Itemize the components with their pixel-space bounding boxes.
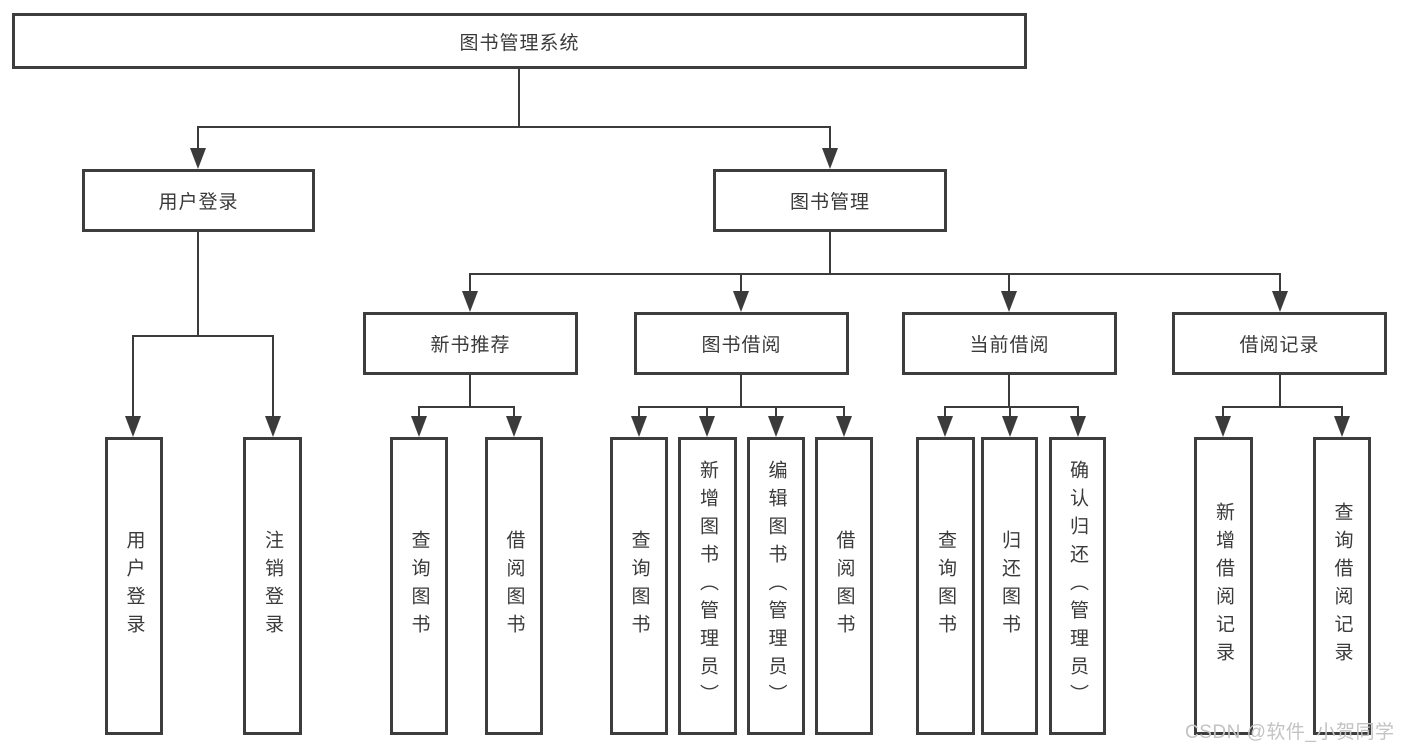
arrowhead-icon bbox=[1334, 416, 1350, 437]
arrowhead-icon bbox=[1272, 291, 1288, 312]
connector-line bbox=[418, 406, 515, 408]
connector-line bbox=[706, 406, 708, 417]
connector-line bbox=[513, 406, 515, 417]
arrowhead-icon bbox=[190, 148, 206, 169]
node-leaf-return-books: 归还图书 bbox=[981, 437, 1038, 735]
node-leaf-edit-books-admin: 编辑图书（管理员） bbox=[747, 437, 805, 735]
arrowhead-icon bbox=[506, 416, 522, 437]
connector-line bbox=[1279, 273, 1281, 292]
connector-line bbox=[1008, 375, 1010, 406]
connector-line bbox=[740, 273, 742, 292]
connector-line bbox=[197, 126, 831, 128]
arrowhead-icon bbox=[1215, 416, 1231, 437]
arrowhead-icon bbox=[125, 416, 141, 437]
connector-line bbox=[518, 69, 520, 127]
connector-line bbox=[469, 273, 471, 292]
connector-line bbox=[272, 335, 274, 417]
node-user-login-branch: 用户登录 bbox=[82, 169, 315, 232]
connector-line bbox=[1341, 406, 1343, 417]
connector-line bbox=[1077, 406, 1079, 417]
node-root: 图书管理系统 bbox=[12, 13, 1027, 69]
connector-line bbox=[132, 335, 274, 337]
node-leaf-borrow-books: 借阅图书 bbox=[815, 437, 873, 735]
arrowhead-icon bbox=[265, 416, 281, 437]
node-leaf-query-books: 查询图书 bbox=[390, 437, 448, 735]
arrowhead-icon bbox=[699, 416, 715, 437]
node-book-borrowing: 图书借阅 bbox=[634, 312, 849, 375]
arrowhead-icon bbox=[822, 148, 838, 169]
arrowhead-icon bbox=[631, 416, 647, 437]
node-leaf-logout: 注销登录 bbox=[243, 437, 302, 735]
node-leaf-add-borrow-record: 新增借阅记录 bbox=[1194, 437, 1253, 735]
connector-line bbox=[1009, 406, 1011, 417]
connector-line bbox=[829, 126, 831, 149]
connector-line bbox=[1222, 406, 1343, 408]
node-leaf-add-books-admin: 新增图书（管理员） bbox=[678, 437, 737, 735]
connector-line bbox=[944, 406, 1079, 408]
connector-line bbox=[1222, 406, 1224, 417]
node-book-management-branch: 图书管理 bbox=[713, 169, 947, 232]
connector-line bbox=[418, 406, 420, 417]
connector-line bbox=[944, 406, 946, 417]
arrowhead-icon bbox=[1002, 416, 1018, 437]
arrowhead-icon bbox=[1070, 416, 1086, 437]
node-leaf-query-books: 查询图书 bbox=[610, 437, 668, 735]
node-leaf-user-login: 用户登录 bbox=[105, 437, 163, 735]
arrowhead-icon bbox=[768, 416, 784, 437]
connector-line bbox=[638, 406, 845, 408]
arrowhead-icon bbox=[1001, 291, 1017, 312]
connector-line bbox=[740, 375, 742, 406]
arrowhead-icon bbox=[462, 291, 478, 312]
node-leaf-borrow-books: 借阅图书 bbox=[485, 437, 543, 735]
connector-line bbox=[197, 126, 199, 149]
connector-line bbox=[197, 232, 199, 335]
arrowhead-icon bbox=[836, 416, 852, 437]
connector-line bbox=[775, 406, 777, 417]
watermark-text: CSDN @软件_小贺同学 bbox=[1185, 722, 1395, 743]
connector-line bbox=[638, 406, 640, 417]
arrowhead-icon bbox=[733, 291, 749, 312]
connector-line bbox=[829, 232, 831, 273]
node-current-borrowing: 当前借阅 bbox=[902, 312, 1117, 375]
connector-line bbox=[1279, 375, 1281, 406]
node-borrowing-records: 借阅记录 bbox=[1172, 312, 1387, 375]
node-new-book-recommendation: 新书推荐 bbox=[363, 312, 578, 375]
node-leaf-query-borrow-record: 查询借阅记录 bbox=[1313, 437, 1371, 735]
connector-line bbox=[469, 375, 471, 406]
connector-line bbox=[469, 273, 1281, 275]
node-leaf-confirm-return-admin: 确认归还（管理员） bbox=[1049, 437, 1106, 735]
connector-line bbox=[1008, 273, 1010, 292]
arrowhead-icon bbox=[411, 416, 427, 437]
node-leaf-query-books: 查询图书 bbox=[916, 437, 975, 735]
arrowhead-icon bbox=[937, 416, 953, 437]
connector-line bbox=[132, 335, 134, 417]
connector-line bbox=[843, 406, 845, 417]
